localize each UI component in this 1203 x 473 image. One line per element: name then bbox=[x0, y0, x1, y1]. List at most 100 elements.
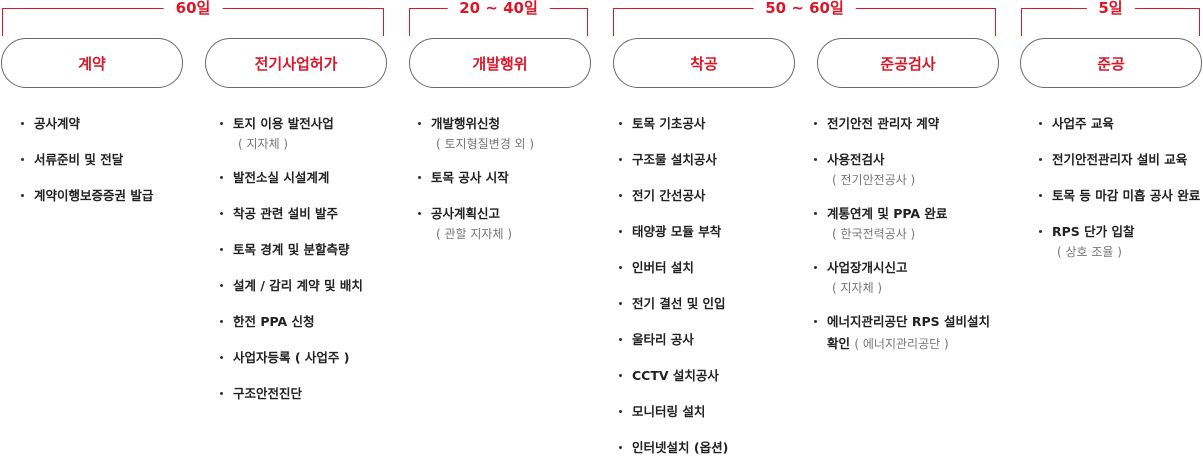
bullet-dot bbox=[619, 230, 622, 233]
period-label: 50 ~ 60일 bbox=[753, 0, 856, 18]
stage-pill-inspection: 준공검사 bbox=[817, 38, 999, 88]
bullet-dot bbox=[21, 194, 24, 197]
bullet-dot bbox=[418, 122, 421, 125]
item-label: 설계 / 감리 계약 및 배치 bbox=[233, 278, 363, 293]
item-label: 모니터링 설치 bbox=[632, 404, 706, 419]
list-item: 인터넷설치 (옵션) bbox=[618, 437, 728, 459]
item-label: 토목 등 마감 미흡 공사 완료 bbox=[1052, 188, 1201, 203]
bullet-dot bbox=[418, 212, 421, 215]
bullet-dot bbox=[21, 158, 24, 161]
period-label: 5일 bbox=[1086, 0, 1135, 18]
list-item: 개발행위신청 ( 토지형질변경 외 ) bbox=[417, 113, 534, 153]
bullet-dot bbox=[619, 302, 622, 305]
bullet-dot bbox=[220, 320, 223, 323]
list-item: 토목 기초공사 bbox=[618, 113, 728, 135]
list-item: 모니터링 설치 bbox=[618, 401, 728, 423]
bullet-dot bbox=[619, 374, 622, 377]
list-item: 토지 이용 발전사업 ( 지자체 ) bbox=[219, 113, 363, 153]
stage-pill-completion: 준공 bbox=[1020, 38, 1202, 88]
item-label: 태양광 모듈 부착 bbox=[632, 224, 722, 239]
bullet-dot bbox=[220, 284, 223, 287]
bullet-dot bbox=[220, 356, 223, 359]
item-label: 착공 관련 설비 발주 bbox=[233, 206, 339, 221]
item-label: 인버터 설치 bbox=[632, 260, 694, 275]
list-item: 계약이행보증증권 발급 bbox=[20, 185, 153, 207]
bullet-dot bbox=[418, 176, 421, 179]
list-item: 인버터 설치 bbox=[618, 257, 728, 279]
bullet-dot bbox=[1039, 122, 1042, 125]
item-label: 전기안전 관리자 계약 bbox=[827, 116, 940, 131]
stage-pill-development: 개발행위 bbox=[409, 38, 591, 88]
bullet-dot bbox=[619, 266, 622, 269]
item-agency-note: ( 전기안전공사 ) bbox=[832, 173, 916, 187]
bullet-dot bbox=[220, 212, 223, 215]
bullet-dot bbox=[814, 122, 817, 125]
bullet-dot bbox=[220, 176, 223, 179]
list-item: 발전소실 시설계계 bbox=[219, 167, 363, 189]
list-item: 전기 결선 및 인입 bbox=[618, 293, 728, 315]
item-label: 계약이행보증증권 발급 bbox=[34, 188, 154, 203]
list-item: 태양광 모듈 부착 bbox=[618, 221, 728, 243]
period-bracket-2: 20 ~ 40일 bbox=[409, 0, 588, 36]
list-item: 구조안전진단 bbox=[219, 383, 363, 405]
bullet-dot bbox=[619, 158, 622, 161]
period-label: 60일 bbox=[163, 0, 223, 18]
list-item: 계통연계 및 PPA 완료 ( 한국전력공사 ) bbox=[813, 203, 990, 243]
item-label: 구조안전진단 bbox=[233, 386, 303, 401]
list-item: 전기안전 관리자 계약 bbox=[813, 113, 990, 135]
item-label: 계통연계 및 PPA 완료 bbox=[827, 206, 948, 221]
bullet-dot bbox=[619, 194, 622, 197]
period-label: 20 ~ 40일 bbox=[447, 0, 550, 18]
stage-pill-construction: 착공 bbox=[613, 38, 795, 88]
bullet-dot bbox=[814, 212, 817, 215]
period-bracket-1: 60일 bbox=[2, 0, 384, 36]
bullet-dot bbox=[619, 410, 622, 413]
item-agency-note: ( 에너지관리공단 ) bbox=[854, 337, 949, 351]
item-label: 전기 결선 및 인입 bbox=[632, 296, 726, 311]
item-agency-note: ( 한국전력공사 ) bbox=[832, 227, 916, 241]
item-label: 사업장개시신고 bbox=[827, 260, 908, 275]
item-label: 토목 기초공사 bbox=[632, 116, 706, 131]
item-label: 발전소실 시설계계 bbox=[233, 170, 330, 185]
item-label: 서류준비 및 전달 bbox=[34, 152, 124, 167]
item-label: 전기 간선공사 bbox=[632, 188, 706, 203]
item-label: 공사계약 bbox=[34, 116, 81, 131]
list-item: CCTV 설치공사 bbox=[618, 365, 728, 387]
item-agency-note: ( 지자체 ) bbox=[238, 137, 289, 151]
item-label: 한전 PPA 신청 bbox=[233, 314, 315, 329]
item-label: CCTV 설치공사 bbox=[632, 368, 719, 383]
item-label: 전기안전관리자 설비 교육 bbox=[1052, 152, 1188, 167]
item-label: 에너지관리공단 RPS 설비설치 bbox=[827, 314, 990, 329]
bullet-dot bbox=[220, 392, 223, 395]
bullet-dot bbox=[220, 122, 223, 125]
item-label-line2: 확인 ( 에너지관리공단 ) bbox=[827, 333, 990, 355]
list-item: 설계 / 감리 계약 및 배치 bbox=[219, 275, 363, 297]
list-item: 사업주 교육 bbox=[1038, 113, 1200, 135]
item-label: 인터넷설치 (옵션) bbox=[632, 440, 729, 455]
item-agency-note: ( 토지형질변경 외 ) bbox=[436, 137, 535, 151]
bullet-dot bbox=[220, 248, 223, 251]
bullet-dot bbox=[814, 320, 817, 323]
list-item: 공사계약 bbox=[20, 113, 153, 135]
item-agency-note: ( 상호 조율 ) bbox=[1057, 245, 1122, 259]
period-bracket-3: 50 ~ 60일 bbox=[613, 0, 996, 36]
item-label: 토목 경계 및 분할측량 bbox=[233, 242, 350, 257]
list-item: RPS 단가 입찰( 상호 조율 ) bbox=[1038, 221, 1200, 261]
period-bracket-4: 5일 bbox=[1021, 0, 1200, 36]
item-label: 개발행위신청 bbox=[431, 116, 501, 131]
list-item: 서류준비 및 전달 bbox=[20, 149, 153, 171]
bullet-dot bbox=[619, 338, 622, 341]
item-label: 사업자등록 ( 사업주 ) bbox=[233, 350, 350, 365]
list-item: 토목 경계 및 분할측량 bbox=[219, 239, 363, 261]
bullet-dot bbox=[1039, 230, 1042, 233]
list-item: 사업장개시신고( 지자체 ) bbox=[813, 257, 990, 297]
item-label: 토지 이용 발전사업 bbox=[233, 116, 334, 131]
list-item: 사업자등록 ( 사업주 ) bbox=[219, 347, 363, 369]
bullet-dot bbox=[619, 122, 622, 125]
